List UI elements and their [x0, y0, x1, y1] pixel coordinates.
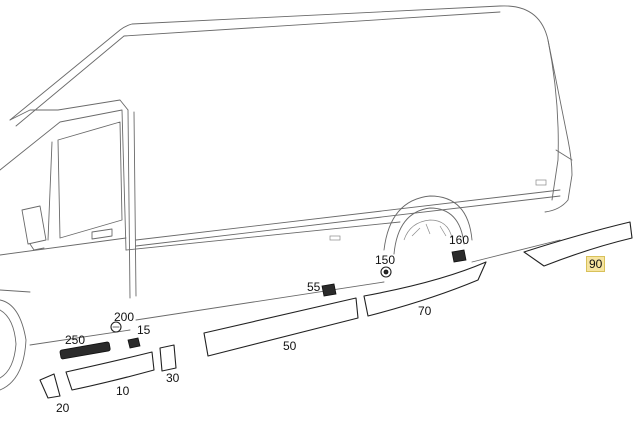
part-200-screw: [110, 321, 122, 333]
part-30: [159, 344, 177, 372]
part-55-clip: [321, 283, 337, 297]
part-50: [203, 297, 359, 357]
callout-150[interactable]: 150: [375, 253, 396, 267]
part-15-clip: [127, 337, 141, 349]
callout-55[interactable]: 55: [307, 280, 321, 294]
callout-250[interactable]: 250: [65, 333, 86, 347]
part-90: [523, 221, 633, 267]
callout-50[interactable]: 50: [283, 339, 297, 353]
callout-90[interactable]: 90: [586, 256, 606, 272]
callout-160[interactable]: 160: [449, 233, 470, 247]
callout-70[interactable]: 70: [418, 304, 432, 318]
van-outline: [0, 5, 573, 391]
part-250: [59, 341, 111, 360]
callout-200[interactable]: 200: [114, 310, 135, 324]
callout-30[interactable]: 30: [166, 371, 180, 385]
callout-15[interactable]: 15: [137, 323, 151, 337]
callout-20[interactable]: 20: [56, 401, 70, 415]
part-160-clip: [451, 249, 467, 263]
part-20: [39, 373, 61, 399]
part-70: [363, 261, 487, 317]
part-150-clip: [380, 266, 392, 278]
part-10: [65, 351, 155, 391]
callout-10[interactable]: 10: [116, 384, 130, 398]
